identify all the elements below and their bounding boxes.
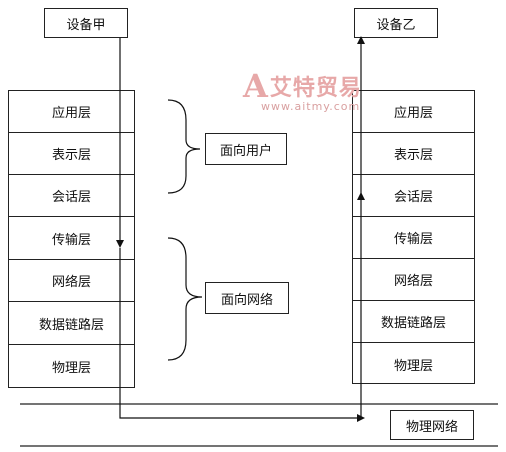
stack-a-layer-session: 会话层 bbox=[9, 175, 134, 217]
physical-network-label: 物理网络 bbox=[390, 410, 474, 440]
stack-a-layer-transport: 传输层 bbox=[9, 217, 134, 260]
stack-b-layer-application: 应用层 bbox=[353, 91, 474, 133]
stack-a-layer-datalink: 数据链路层 bbox=[9, 302, 134, 345]
device-a-box: 设备甲 bbox=[44, 8, 128, 38]
user-oriented-label: 面向用户 bbox=[205, 133, 287, 165]
stack-b-layer-transport: 传输层 bbox=[353, 217, 474, 259]
stack-b-layer-datalink: 数据链路层 bbox=[353, 301, 474, 343]
network-oriented-label: 面向网络 bbox=[205, 282, 289, 314]
stack-a-layer-presentation: 表示层 bbox=[9, 133, 134, 175]
watermark-name: 艾特贸易 bbox=[269, 76, 362, 101]
stack-a-layer-application: 应用层 bbox=[9, 91, 134, 133]
osi-stack-b: 应用层 表示层 会话层 传输层 网络层 数据链路层 物理层 bbox=[352, 90, 475, 384]
stack-b-layer-session: 会话层 bbox=[353, 175, 474, 217]
watermark-logo-icon: A bbox=[243, 67, 268, 105]
stack-b-layer-network: 网络层 bbox=[353, 259, 474, 301]
brace-user-oriented bbox=[167, 99, 201, 194]
device-b-box: 设备乙 bbox=[354, 8, 438, 38]
site-watermark: A 艾特贸易 www.aitmy.com bbox=[243, 70, 362, 113]
watermark-url: www.aitmy.com bbox=[261, 100, 361, 113]
path-across-bottom bbox=[119, 248, 365, 422]
stack-a-layer-network: 网络层 bbox=[9, 260, 134, 302]
brace-network-oriented bbox=[167, 237, 203, 361]
stack-b-layer-presentation: 表示层 bbox=[353, 133, 474, 175]
osi-stack-a: 应用层 表示层 会话层 传输层 网络层 数据链路层 物理层 bbox=[8, 90, 135, 388]
stack-b-layer-physical: 物理层 bbox=[393, 358, 433, 374]
stack-a-layer-physical: 物理层 bbox=[51, 360, 91, 376]
